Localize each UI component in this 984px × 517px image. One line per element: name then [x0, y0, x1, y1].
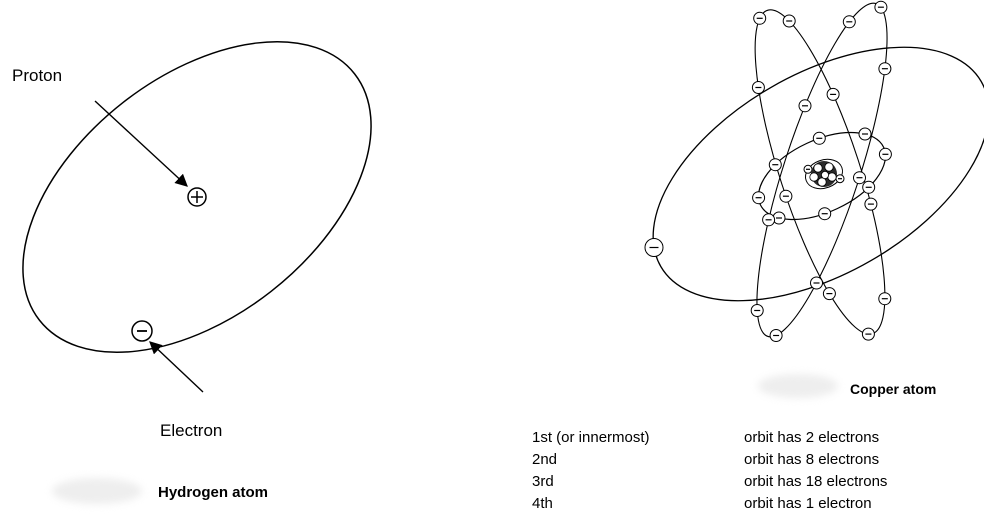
copper-atom: [611, 0, 984, 353]
copper-nucleus: [810, 161, 837, 187]
proton-arrow: [95, 101, 187, 186]
shell-name: 4th: [532, 495, 553, 512]
copper-atom-title: Copper atom: [850, 381, 936, 397]
shell-description: orbit has 18 electrons: [744, 473, 887, 490]
copper-electrons: [645, 1, 891, 341]
shell-name: 3rd: [532, 473, 554, 490]
electron-symbol: [132, 321, 152, 341]
electron-label: Electron: [160, 421, 222, 441]
proton-label: Proton: [12, 66, 62, 86]
copper-orbit-4: [611, 0, 984, 353]
hydrogen-orbit: [0, 0, 428, 415]
electron-arrow: [150, 342, 203, 392]
shell-name: 1st (or innermost): [532, 429, 650, 446]
shell-name: 2nd: [532, 451, 557, 468]
shell-description: orbit has 1 electron: [744, 495, 872, 512]
shell-description: orbit has 2 electrons: [744, 429, 879, 446]
scan-smudge: [52, 478, 142, 504]
hydrogen-atom-title: Hydrogen atom: [158, 484, 268, 501]
proton-symbol: [188, 188, 206, 206]
scan-smudge: [758, 374, 838, 398]
shell-description: orbit has 8 electrons: [744, 451, 879, 468]
hydrogen-atom: [0, 0, 428, 415]
